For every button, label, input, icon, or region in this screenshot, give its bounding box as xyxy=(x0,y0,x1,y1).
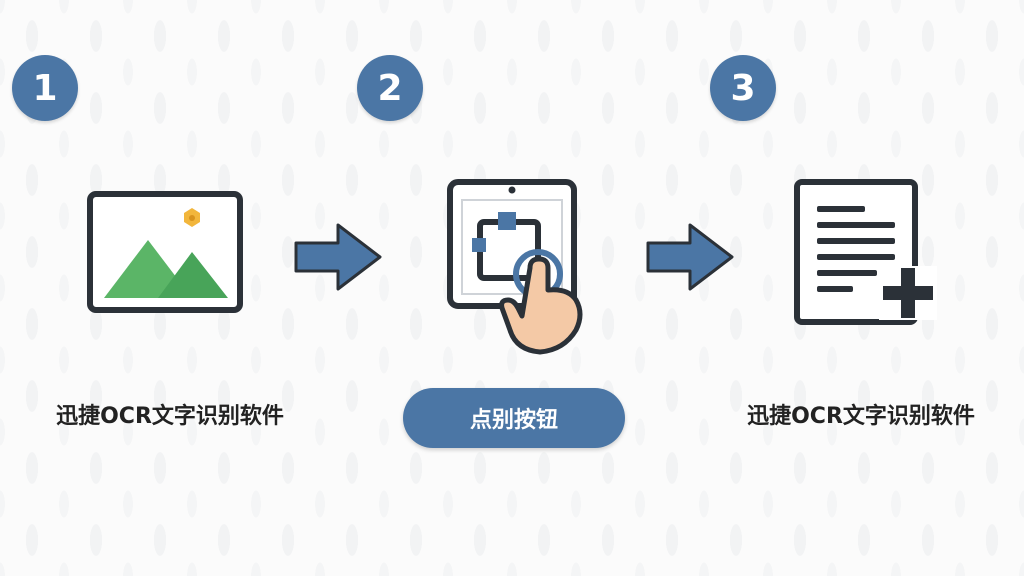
document-add-icon xyxy=(794,179,937,325)
step-number-2: 2 xyxy=(377,67,403,109)
image-icon xyxy=(87,191,243,313)
step1-caption: 迅捷OCR文字识别软件 xyxy=(56,404,284,429)
arrow-right-icon xyxy=(646,223,734,291)
step-badge-3: 3 xyxy=(710,55,776,121)
step-number-3: 3 xyxy=(730,67,756,109)
step-badge-2: 2 xyxy=(357,55,423,121)
tablet-tap-icon xyxy=(447,179,583,355)
arrow-right-icon xyxy=(294,223,382,291)
step-badge-1: 1 xyxy=(12,55,78,121)
step3-caption: 迅捷OCR文字识别软件 xyxy=(747,404,975,429)
step-number-1: 1 xyxy=(32,67,58,109)
action-button[interactable]: 点别按钮 xyxy=(403,388,625,448)
action-button-label: 点别按钮 xyxy=(469,408,558,433)
